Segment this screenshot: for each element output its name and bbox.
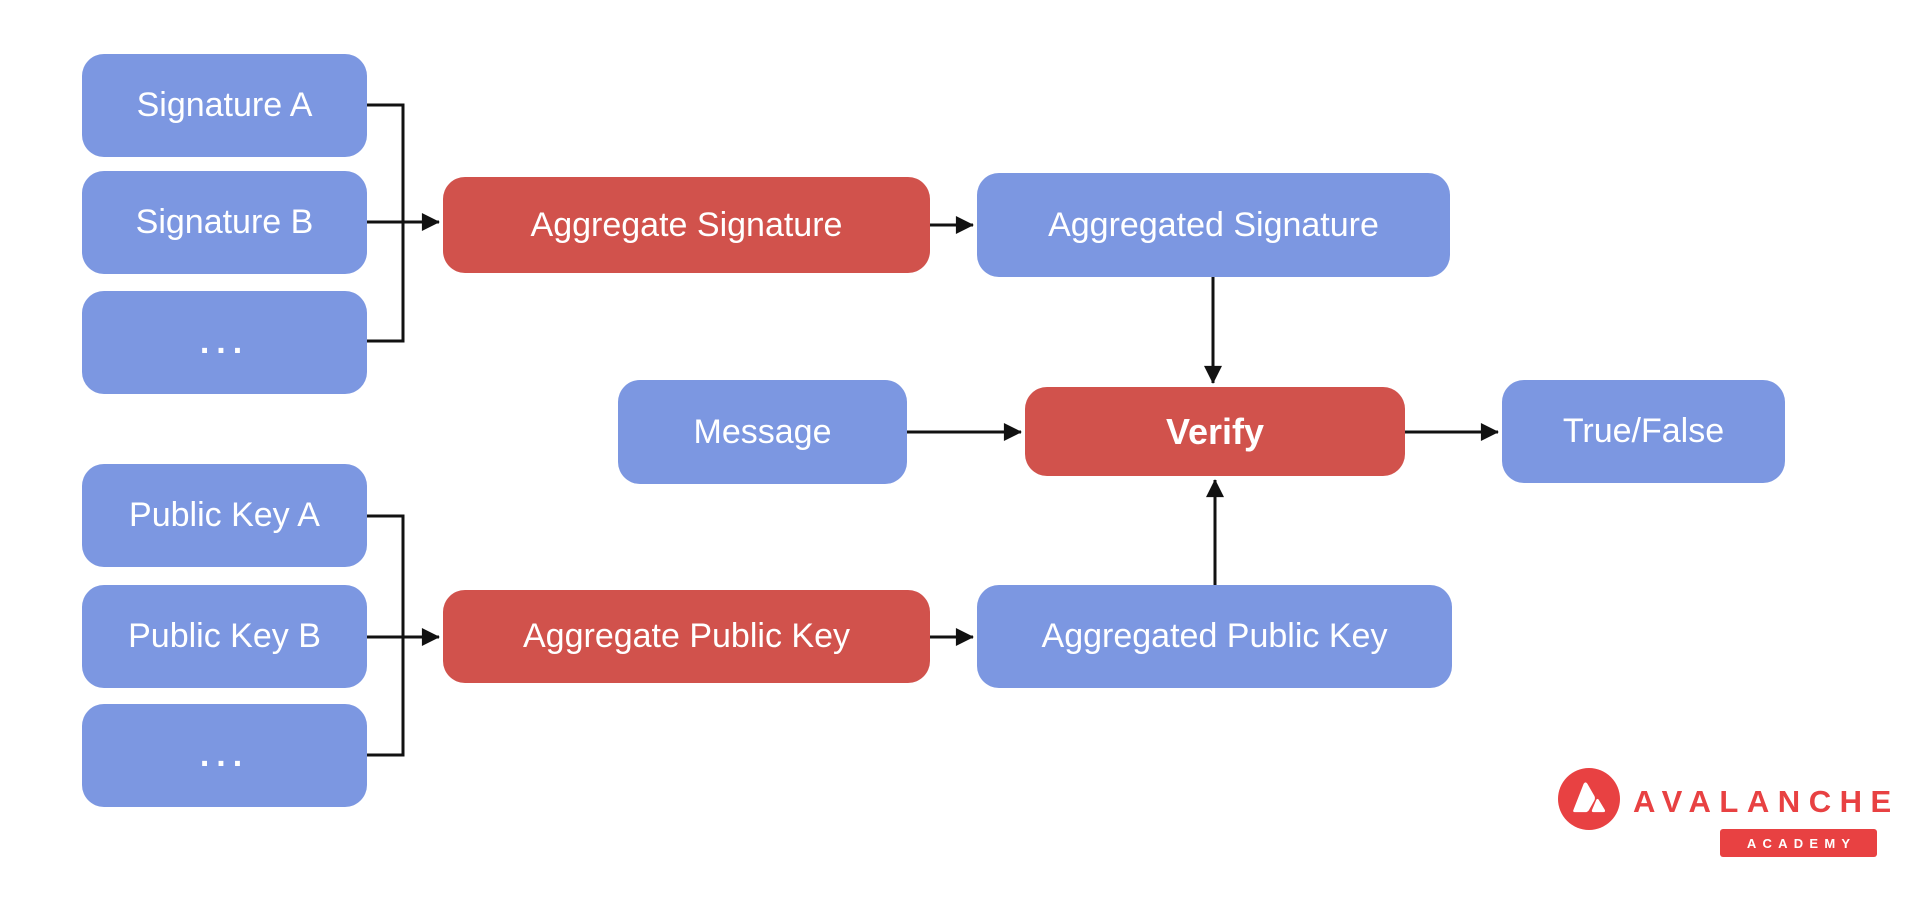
avalanche-academy-logo: AVALANCHE ACADEMY <box>1556 766 1892 860</box>
node-true-false: True/False <box>1502 380 1785 483</box>
avalanche-wordmark: AVALANCHE <box>1633 784 1900 819</box>
node-aggregate-signature: Aggregate Signature <box>443 177 930 273</box>
node-public-key-b: Public Key B <box>82 585 367 688</box>
node-message: Message <box>618 380 907 484</box>
node-signature-b: Signature B <box>82 171 367 274</box>
node-signature-a: Signature A <box>82 54 367 157</box>
node-aggregated-signature: Aggregated Signature <box>977 173 1450 277</box>
academy-badge-label: ACADEMY <box>1746 835 1857 851</box>
node-verify: Verify <box>1025 387 1405 476</box>
academy-badge: ACADEMY <box>1720 829 1877 857</box>
node-public-key-more: ... <box>82 704 367 807</box>
node-public-key-a: Public Key A <box>82 464 367 567</box>
avalanche-logo-icon <box>1558 768 1620 830</box>
node-signature-more: ... <box>82 291 367 394</box>
node-aggregate-public-key: Aggregate Public Key <box>443 590 930 683</box>
node-aggregated-public-key: Aggregated Public Key <box>977 585 1452 688</box>
